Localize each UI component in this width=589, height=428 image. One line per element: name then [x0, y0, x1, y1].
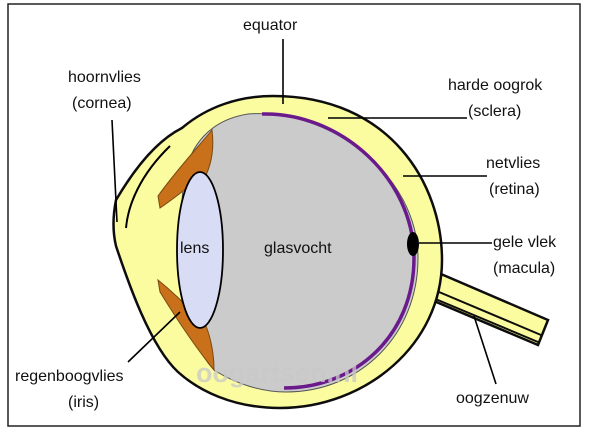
label-hoornvlies: hoornvlies: [68, 69, 141, 86]
watermark: oogartsen.nl: [196, 358, 358, 388]
label-glasvocht: glasvocht: [264, 240, 332, 257]
label-lens: lens: [180, 240, 209, 257]
label-netvlies: netvlies: [486, 155, 540, 172]
label-sclera: (sclera): [468, 103, 521, 120]
label-retina: (retina): [489, 181, 540, 198]
label-oogzenuw: oogzenuw: [456, 390, 529, 407]
label-iris: (iris): [68, 394, 99, 411]
label-macula: (macula): [493, 260, 555, 277]
label-gele-vlek: gele vlek: [493, 234, 557, 251]
macula-spot: [407, 232, 419, 256]
label-regenboogvlies: regenboogvlies: [15, 368, 124, 385]
label-harde-oogrok: harde oogrok: [448, 77, 543, 94]
label-cornea: (cornea): [72, 95, 132, 112]
label-equator: equator: [243, 17, 298, 34]
